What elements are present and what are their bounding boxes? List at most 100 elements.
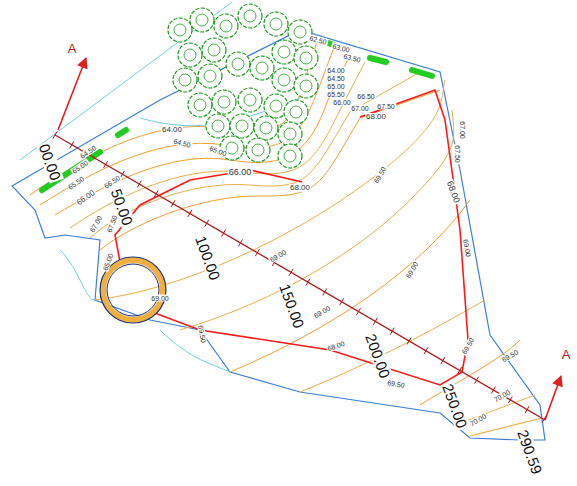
tree-symbol bbox=[254, 116, 278, 140]
tree-symbol bbox=[230, 114, 254, 138]
contour-label: 62.50 bbox=[308, 34, 329, 46]
tree-symbol bbox=[294, 26, 306, 38]
contour-label: 64.00 bbox=[161, 126, 183, 134]
roundabout bbox=[103, 260, 163, 320]
adjacent-line bbox=[20, 2, 232, 160]
section-tick bbox=[120, 171, 124, 178]
hedge bbox=[118, 130, 126, 135]
contour-label: 64.00 bbox=[326, 67, 346, 74]
contour-label: 69.00 bbox=[404, 260, 420, 280]
tree-symbol bbox=[226, 52, 250, 76]
tree-symbol bbox=[173, 68, 197, 92]
contour-label: 66.00 bbox=[228, 168, 253, 177]
section-tick bbox=[171, 200, 175, 207]
tree-symbol bbox=[174, 24, 186, 36]
section-tick bbox=[154, 190, 158, 197]
section-tick bbox=[458, 367, 462, 374]
tree-symbol bbox=[278, 144, 302, 168]
contour-label: 68.00 bbox=[289, 184, 311, 192]
road-line bbox=[152, 90, 468, 385]
contour-line bbox=[60, 250, 95, 300]
contour-label: 68.00 bbox=[445, 179, 462, 205]
contour-label: 65.50 bbox=[66, 175, 86, 192]
contour-label: 67.50 bbox=[454, 144, 461, 164]
tree-symbol bbox=[238, 4, 262, 28]
tree-symbol bbox=[178, 43, 202, 67]
contour-label: 69.50 bbox=[460, 336, 476, 356]
section-tick bbox=[407, 338, 411, 345]
contour-line bbox=[30, 38, 318, 195]
contour-label: 69.50 bbox=[372, 165, 388, 185]
contour-label: 65.50 bbox=[326, 91, 346, 98]
section-tick bbox=[373, 318, 377, 325]
tree-symbol bbox=[184, 49, 196, 61]
tree-symbol bbox=[196, 14, 208, 26]
contour-label: 66.00 bbox=[75, 188, 98, 207]
contours bbox=[30, 38, 542, 436]
section-tick bbox=[357, 308, 361, 315]
tree-symbol bbox=[284, 100, 308, 124]
contour-label: 69.00 bbox=[312, 304, 332, 320]
section-tick bbox=[491, 387, 495, 394]
site-boundary bbox=[12, 30, 545, 440]
chainage-label: 00.00 bbox=[36, 141, 64, 183]
chainage-label: 290.59 bbox=[515, 427, 545, 477]
contour-line bbox=[160, 330, 230, 372]
contour-label: 68.00 bbox=[365, 113, 387, 121]
section-line bbox=[55, 135, 545, 420]
tree-symbol bbox=[194, 99, 206, 111]
tree-symbol bbox=[252, 144, 264, 156]
tree-symbol bbox=[238, 88, 262, 112]
tree-symbol bbox=[202, 38, 226, 62]
hedges bbox=[42, 42, 432, 190]
tree-symbol bbox=[246, 138, 270, 162]
tree-symbol bbox=[270, 100, 282, 112]
contour-label: 67.00 bbox=[88, 214, 104, 234]
contour-line bbox=[420, 340, 520, 405]
contour-label: 70.00 bbox=[492, 388, 512, 404]
contour-label: 67.50 bbox=[376, 103, 396, 110]
tree-symbol bbox=[278, 74, 290, 86]
contour-label: 69.50 bbox=[386, 379, 406, 389]
contour-label: 63.50 bbox=[342, 52, 363, 64]
contour-label: 69.50 bbox=[197, 324, 207, 344]
tree-symbol bbox=[264, 12, 288, 36]
contour-line bbox=[70, 62, 365, 228]
tree-symbol bbox=[208, 44, 220, 56]
section-tick bbox=[475, 377, 479, 384]
contour-label: 63.00 bbox=[331, 42, 352, 54]
tree-symbol bbox=[212, 120, 224, 132]
tree-symbol bbox=[168, 18, 192, 42]
section-mark: A bbox=[67, 42, 78, 55]
tree-symbol bbox=[218, 96, 230, 108]
section-tick bbox=[340, 298, 344, 305]
section-tick bbox=[53, 132, 57, 139]
section-tick bbox=[255, 249, 259, 256]
section-tick bbox=[137, 181, 141, 188]
contour-label: 66.50 bbox=[356, 93, 376, 100]
tree-symbol bbox=[214, 14, 238, 38]
contour-label: 67.50 bbox=[105, 214, 118, 235]
contour-line bbox=[180, 110, 454, 330]
section-tick bbox=[323, 288, 327, 295]
contour-label: 69.00 bbox=[150, 295, 170, 302]
contour-label: 68.00 bbox=[326, 339, 347, 352]
tree-symbol bbox=[204, 70, 216, 82]
hedge bbox=[412, 70, 432, 76]
contour-label: 65.00 bbox=[326, 83, 346, 90]
section-tick bbox=[188, 210, 192, 217]
section-tick bbox=[441, 357, 445, 364]
tree-symbol bbox=[270, 18, 282, 30]
tree-symbol bbox=[198, 64, 222, 88]
contour-line bbox=[300, 300, 485, 392]
contour-label: 67.00 bbox=[459, 120, 466, 140]
section-tick bbox=[289, 269, 293, 276]
contour-label: 67.00 bbox=[350, 105, 370, 112]
section-tick bbox=[508, 396, 512, 403]
tree-symbol bbox=[256, 62, 268, 74]
contour-line bbox=[230, 200, 470, 372]
roundabout-edge bbox=[107, 264, 159, 316]
tree-symbol bbox=[232, 58, 244, 70]
